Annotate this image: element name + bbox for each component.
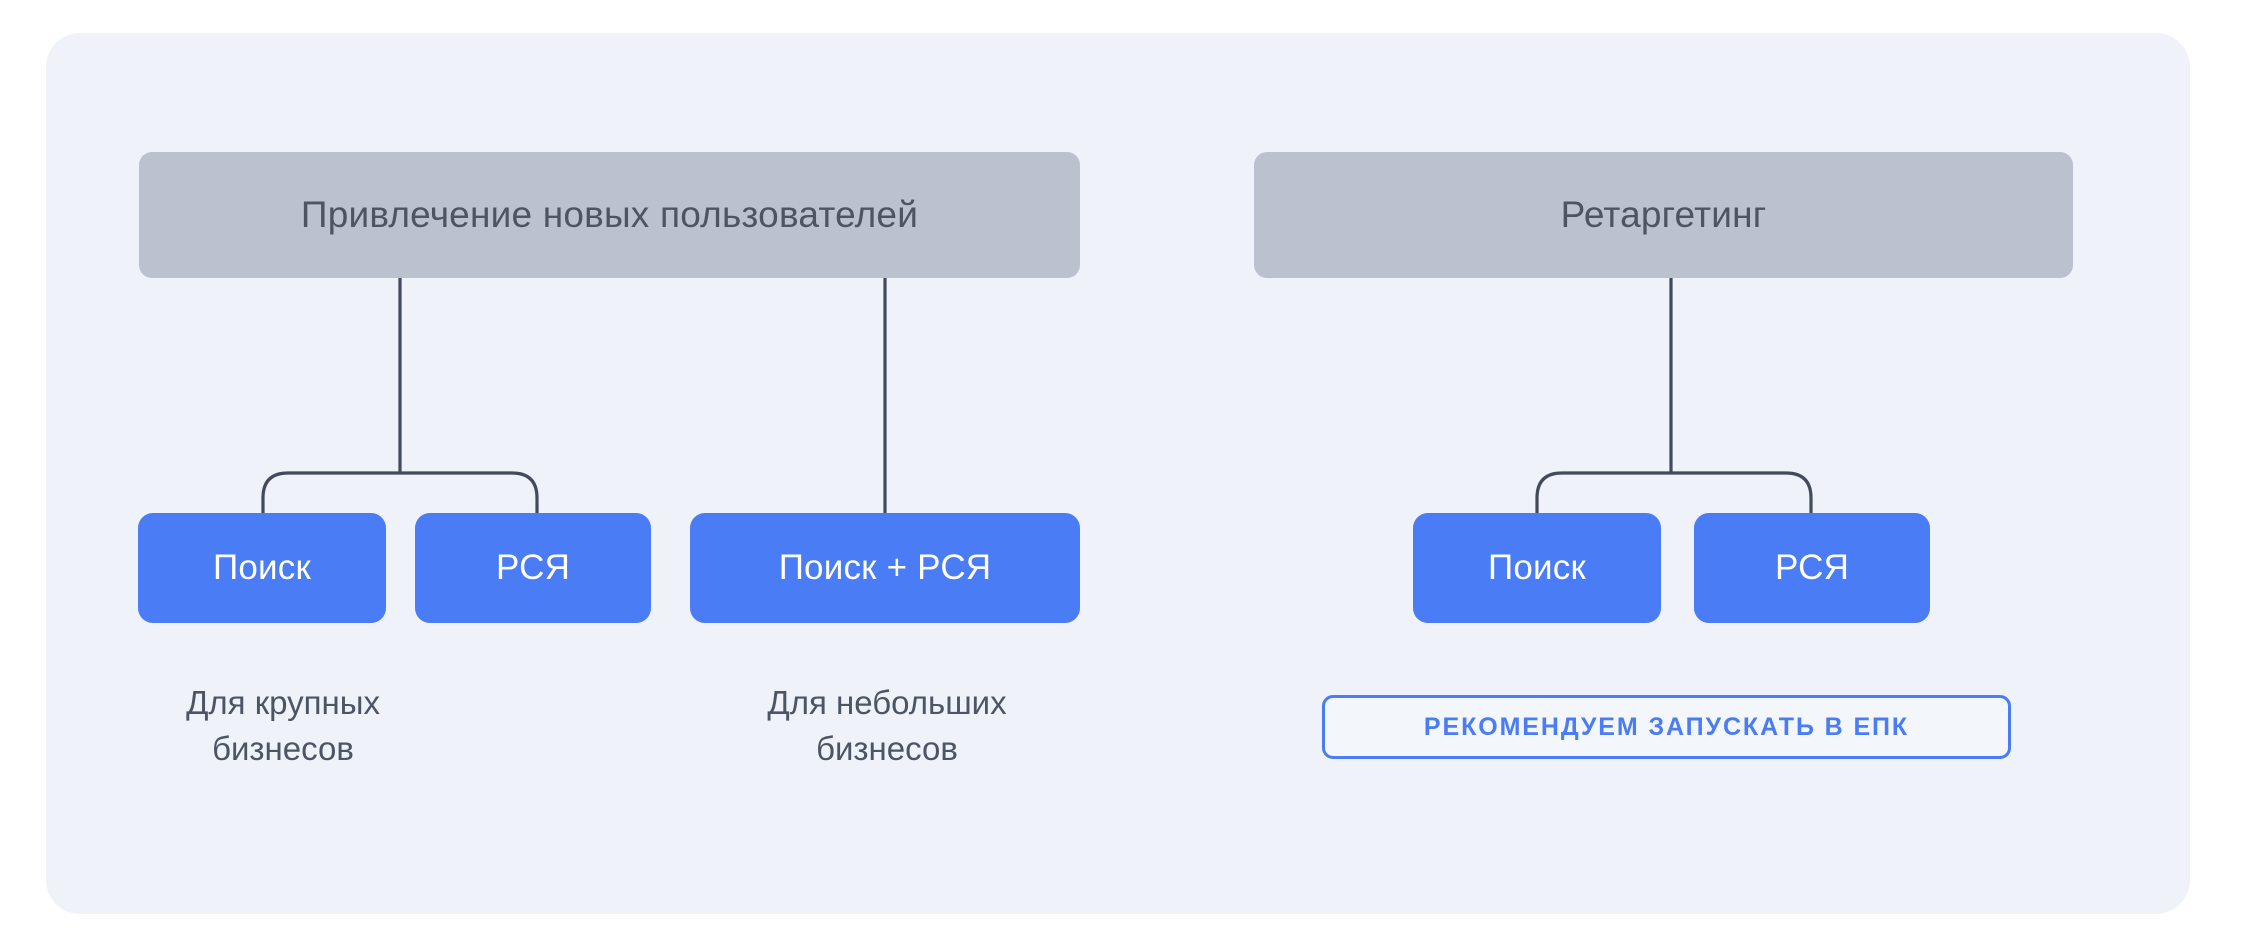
chip-search-plus-rsya[interactable]: Поиск + РСЯ	[690, 513, 1080, 623]
recommendation-badge-label: РЕКОМЕНДУЕМ ЗАПУСКАТЬ В ЕПК	[1423, 712, 1910, 741]
caption-small-business: Для небольших бизнесов	[767, 684, 1007, 767]
chip-label: Поиск + РСЯ	[778, 548, 992, 587]
group-header-label: Ретаргетинг	[1560, 194, 1767, 235]
recommendation-badge: РЕКОМЕНДУЕМ ЗАПУСКАТЬ В ЕПК	[1322, 695, 2011, 759]
chip-rsya-retargeting[interactable]: РСЯ	[1694, 513, 1930, 623]
group-header-acquisition: Привлечение новых пользователей	[139, 152, 1080, 278]
chip-label: РСЯ	[495, 548, 571, 587]
group-header-label: Привлечение новых пользователей	[300, 194, 919, 235]
caption-large-business: Для крупных бизнесов	[186, 684, 380, 767]
chip-rsya-acquisition[interactable]: РСЯ	[415, 513, 651, 623]
group-header-retargeting: Ретаргетинг	[1254, 152, 2073, 278]
chip-search-retargeting[interactable]: Поиск	[1413, 513, 1661, 623]
chip-label: РСЯ	[1774, 548, 1850, 587]
chip-label: Поиск	[213, 548, 311, 587]
chip-search-acquisition[interactable]: Поиск	[138, 513, 386, 623]
chip-label: Поиск	[1488, 548, 1586, 587]
